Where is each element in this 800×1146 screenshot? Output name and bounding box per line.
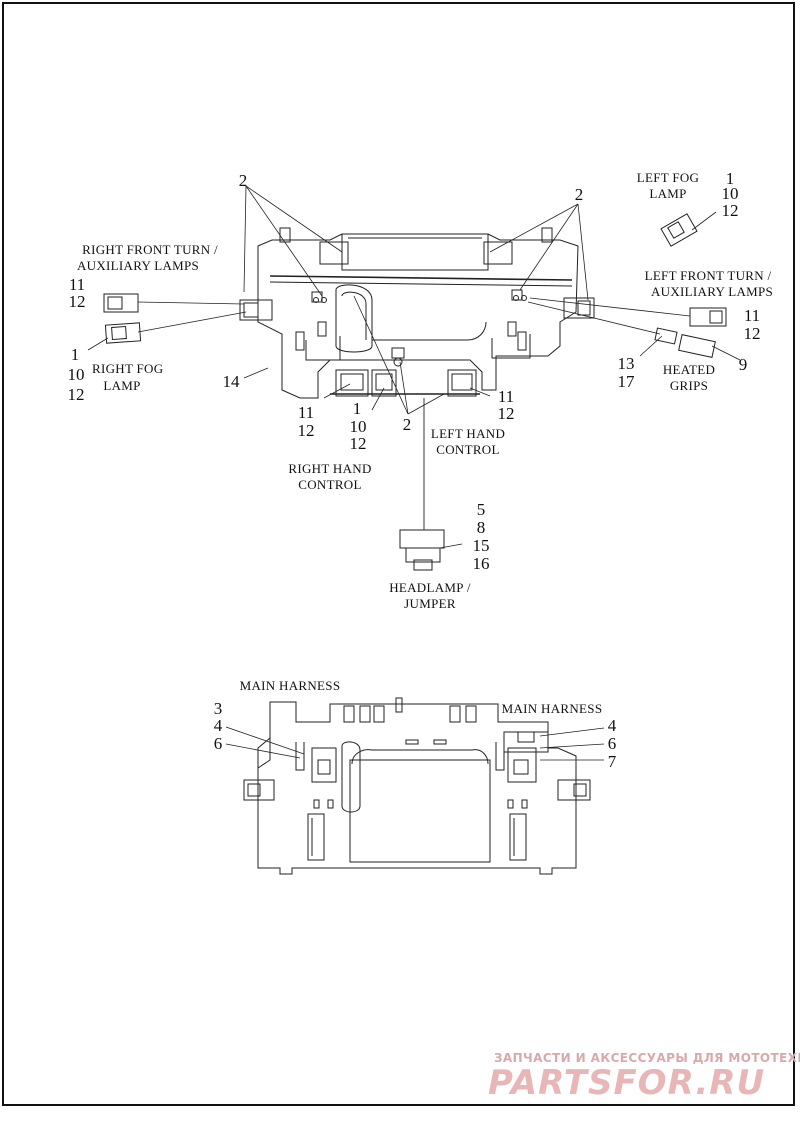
callout-right-fog-1: 1 xyxy=(70,345,80,364)
callout-lh-12: 12 xyxy=(497,404,515,423)
callout-14: 14 xyxy=(222,372,240,391)
callout-rh-11: 11 xyxy=(297,403,315,422)
bracket-side-connectors xyxy=(239,297,595,321)
label-left-front-turn: LEFT FRONT TURN / xyxy=(644,268,772,283)
callout-right-fog-10: 10 xyxy=(67,365,85,384)
label-right-fog: RIGHT FOG xyxy=(92,361,164,376)
callout-heated-17: 17 xyxy=(617,372,635,391)
page-border xyxy=(2,2,795,1106)
callout-mhr-6: 6 xyxy=(607,734,617,753)
callout-rh2-1: 1 xyxy=(352,399,362,418)
headlamp-connector xyxy=(399,398,445,571)
callout-lh-11: 11 xyxy=(497,387,515,406)
callout-right-turn-11: 11 xyxy=(68,275,86,294)
callout-2-center: 2 xyxy=(402,415,412,434)
label-right-fog-lamp: LAMP xyxy=(103,378,141,393)
callout-right-fog-12: 12 xyxy=(67,385,85,404)
callout-rh2-12: 12 xyxy=(349,434,367,453)
callout-right-turn-12: 12 xyxy=(68,292,86,311)
callout-rh-12: 12 xyxy=(297,421,315,440)
upper-bracket xyxy=(257,227,579,399)
loose-connectors xyxy=(103,213,727,358)
label-grips: GRIPS xyxy=(669,378,709,393)
leader-lines-top xyxy=(87,185,741,549)
callout-heated-13: 13 xyxy=(617,354,635,373)
callout-mh-3: 3 xyxy=(213,699,223,718)
callout-left-turn-12: 12 xyxy=(743,324,761,343)
label-headlamp: HEADLAMP / xyxy=(389,580,471,595)
label-right-hand-control: CONTROL xyxy=(298,477,362,492)
callout-mh-4: 4 xyxy=(213,716,223,735)
label-jumper: JUMPER xyxy=(404,596,456,611)
label-right-front-turn: RIGHT FRONT TURN / xyxy=(82,242,218,257)
callout-left-turn-11: 11 xyxy=(743,306,761,325)
callout-headlamp-15: 15 xyxy=(472,536,490,555)
watermark-tagline: ЗАПЧАСТИ И АКСЕССУАРЫ ДЛЯ МОТОТЕХНИКИ xyxy=(494,1051,800,1065)
callout-headlamp-8: 8 xyxy=(476,518,486,537)
watermark-logo: PARTSFOR.RU xyxy=(488,1063,766,1103)
callout-mhr-7: 7 xyxy=(607,752,617,771)
lower-bracket xyxy=(243,697,591,875)
label-left-hand: LEFT HAND xyxy=(430,426,506,441)
callout-left-fog-1: 1 xyxy=(725,169,735,188)
callout-headlamp-5: 5 xyxy=(476,500,486,519)
callout-left-fog-10: 10 xyxy=(721,184,739,203)
label-right-hand: RIGHT HAND xyxy=(288,461,372,476)
label-main-harness-left: MAIN HARNESS xyxy=(239,678,341,693)
label-left-fog-lamp: LAMP xyxy=(649,186,687,201)
callout-mhr-4: 4 xyxy=(607,716,617,735)
callout-2-top-left: 2 xyxy=(238,171,248,190)
callout-left-fog-12: 12 xyxy=(721,201,739,220)
label-left-hand-control: CONTROL xyxy=(436,442,500,457)
callout-headlamp-16: 16 xyxy=(472,554,490,573)
callout-mh-6: 6 xyxy=(213,734,223,753)
label-left-fog: LEFT FOG xyxy=(636,170,700,185)
label-main-harness-right: MAIN HARNESS xyxy=(501,701,603,716)
label-right-aux-lamps: AUXILIARY LAMPS xyxy=(76,258,200,273)
leader-lines-bottom xyxy=(225,726,605,761)
callout-heated-9: 9 xyxy=(738,355,748,374)
label-left-aux-lamps: AUXILIARY LAMPS xyxy=(650,284,774,299)
label-heated: HEATED xyxy=(662,362,716,377)
callout-2-top-right: 2 xyxy=(574,185,584,204)
callout-rh2-10: 10 xyxy=(349,417,367,436)
